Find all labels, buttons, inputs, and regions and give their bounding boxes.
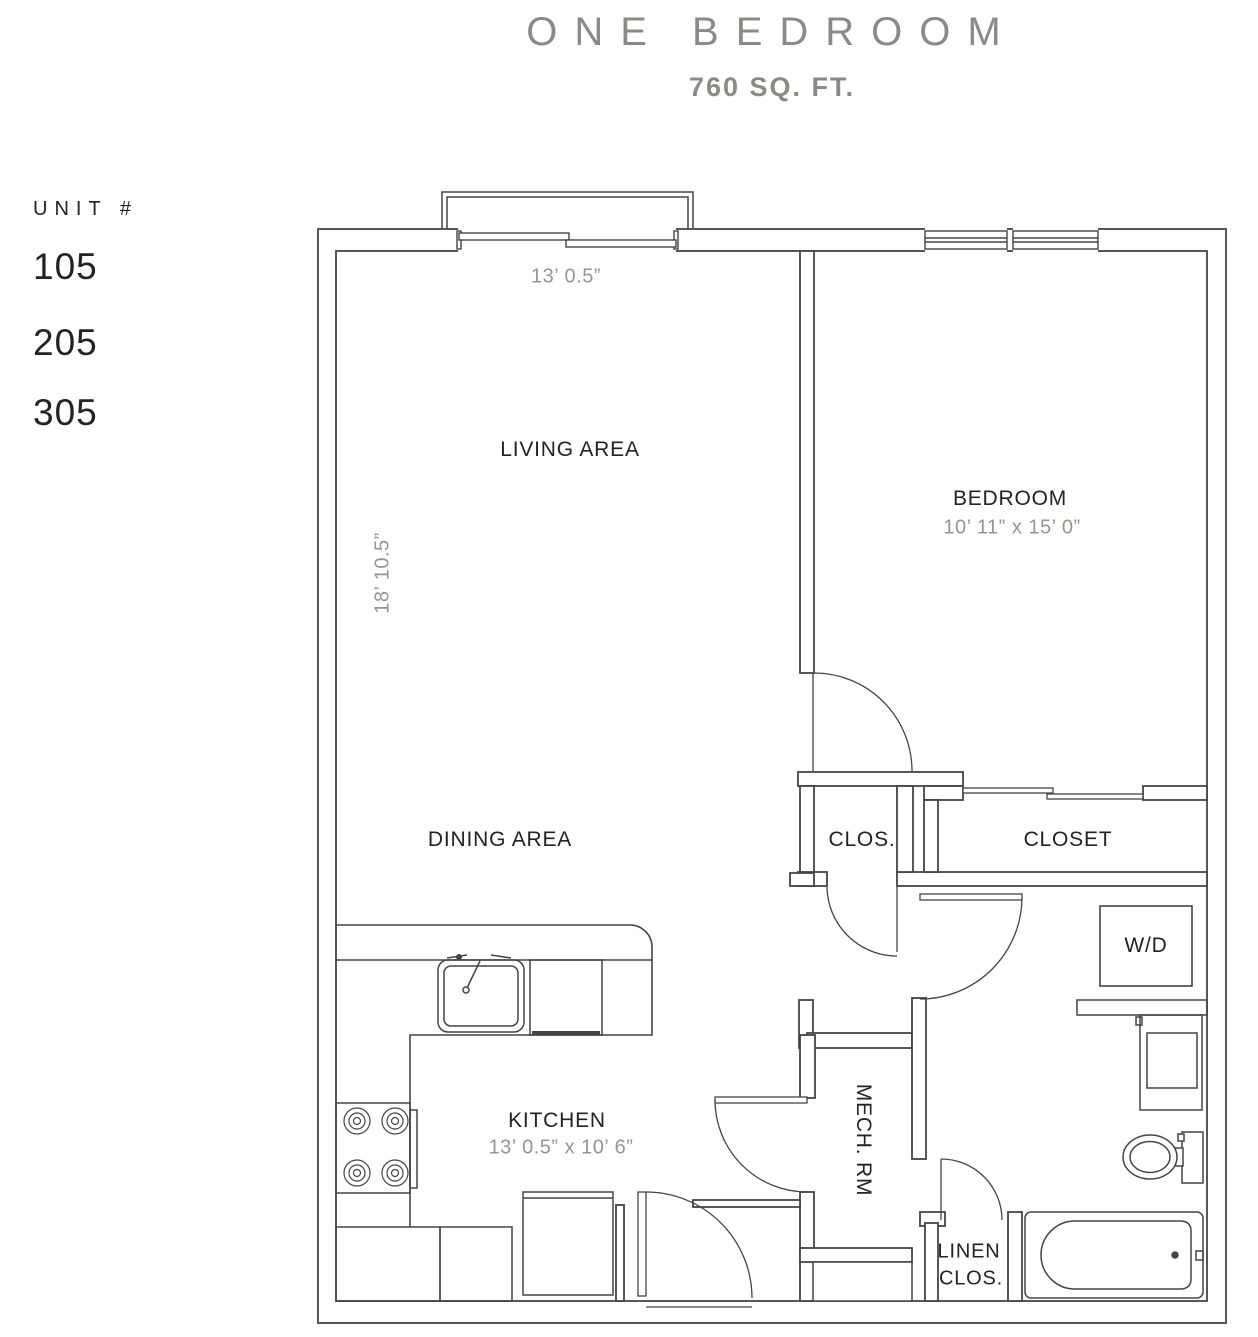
dishwasher (529, 959, 603, 1036)
room-label-dining-area: DINING AREA (427, 828, 573, 851)
bathroom-door (919, 893, 1023, 1000)
mech-chase (812, 1261, 913, 1302)
doors (637, 672, 1023, 1308)
dimension-top-width: 13’ 0.5” (531, 265, 601, 288)
page-subtitle: 760 SQ. FT. (688, 72, 856, 102)
room-label-mech-rm: MECH. RM (852, 1083, 875, 1197)
kitchen-dimensions: 13’ 0.5” x 10’ 6” (488, 1136, 634, 1159)
closet-sliding-doors (962, 787, 1144, 800)
room-label-kitchen: KITCHEN (508, 1109, 606, 1132)
bathtub (1024, 1211, 1204, 1299)
interior-walls (615, 250, 1208, 1302)
room-label-bedroom: BEDROOM (952, 487, 1068, 510)
refrigerator (335, 1226, 513, 1302)
stove (335, 1102, 418, 1194)
balcony (441, 191, 694, 229)
bedroom-windows (924, 230, 1099, 250)
room-label-living-area: LIVING AREA (500, 438, 640, 461)
toilet (1122, 1131, 1204, 1184)
bedroom-dimensions: 10’ 11” x 15’ 0” (943, 516, 1081, 539)
bedroom-door (812, 672, 913, 772)
room-label-linen-line2: CLOS. (938, 1267, 1004, 1290)
bathroom-vanity (1076, 999, 1208, 1111)
sliding-door (456, 230, 679, 250)
kitchen-door (714, 1096, 808, 1193)
room-label-washer-dryer: W/D (1124, 934, 1168, 957)
unit-number-305: 305 (33, 392, 98, 433)
unit-number-205: 205 (33, 322, 98, 363)
washer-dryer-box (1099, 905, 1193, 987)
kitchen-counter (336, 924, 653, 1227)
exterior-walls (317, 228, 1227, 1324)
entry-cabinet (522, 1191, 614, 1296)
unit-number-105: 105 (33, 246, 98, 287)
entry-door (637, 1191, 753, 1308)
room-label-closet: CLOSET (1023, 828, 1113, 851)
room-label-clos: CLOS. (828, 828, 896, 851)
room-label-linen-line1: LINEN (937, 1240, 1001, 1263)
unit-list-label: UNIT # (33, 198, 138, 220)
linen-closet-door (940, 1158, 1003, 1221)
dimension-left-height: 18’ 10.5” (371, 532, 394, 614)
clos-door (826, 885, 898, 957)
page-title: ONE BEDROOM (526, 10, 1018, 54)
kitchen-sink (437, 953, 525, 1033)
